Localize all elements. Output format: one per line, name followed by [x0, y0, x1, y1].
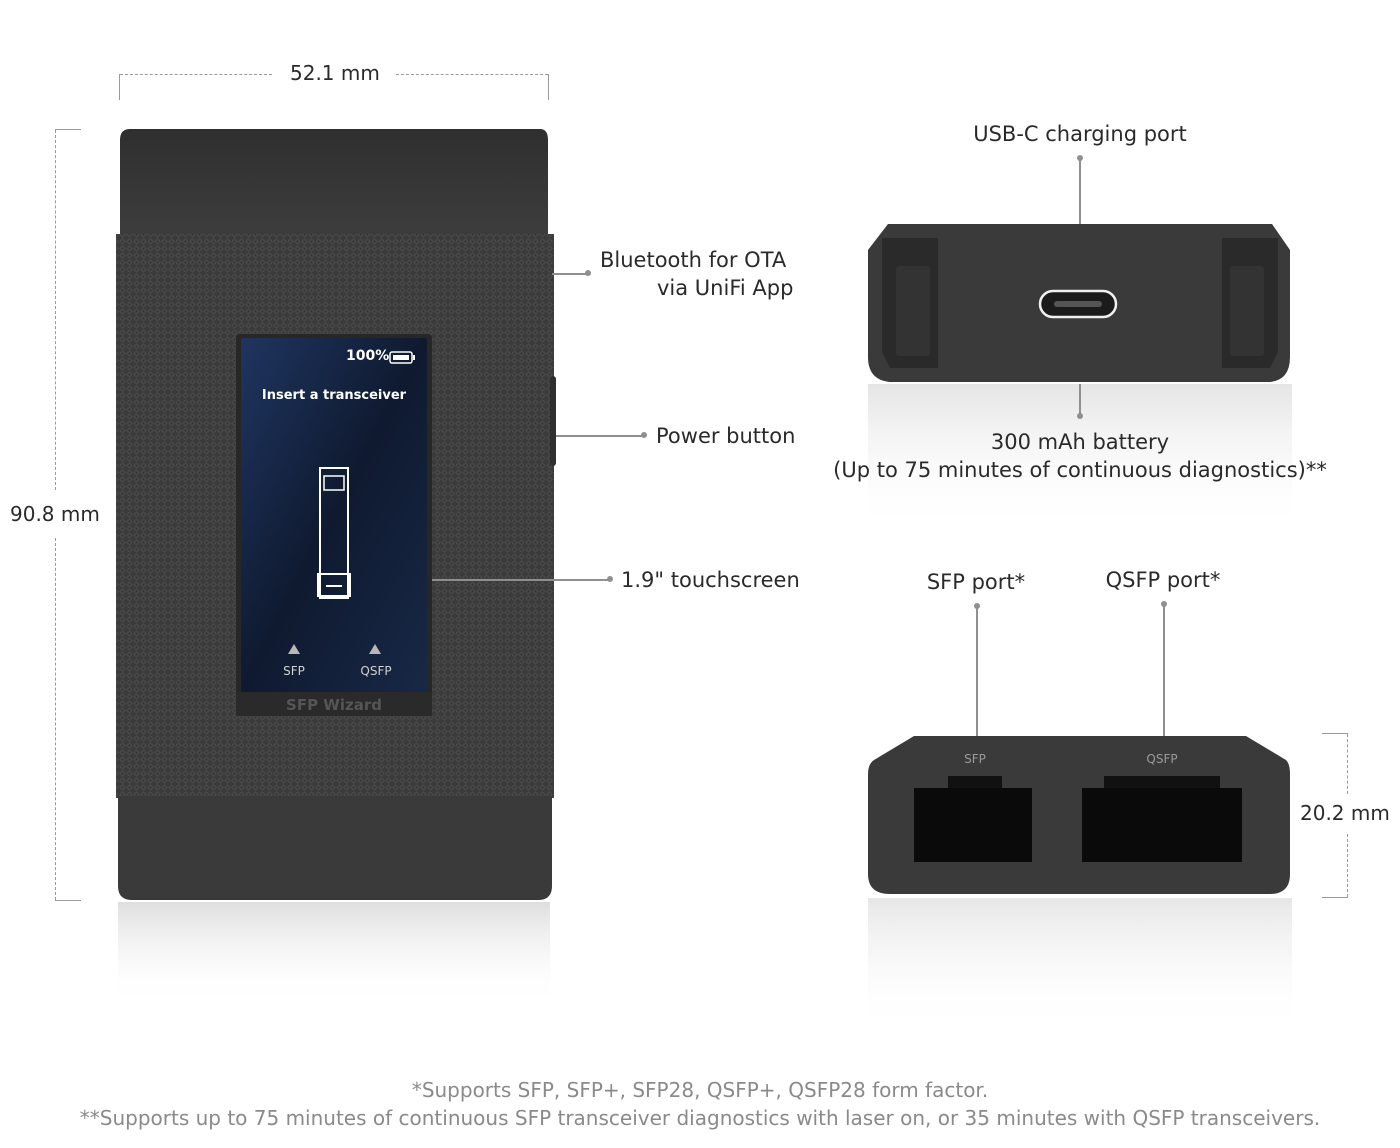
width-tick-right [548, 74, 549, 100]
width-dash-left [120, 74, 272, 75]
bluetooth-line1: Bluetooth for OTA [600, 248, 787, 272]
width-tick-left [119, 74, 120, 100]
width-label: 52.1 mm [290, 61, 380, 85]
sfp-port-label: SFP port* [926, 570, 1026, 594]
footnote-1: *Supports SFP, SFP+, SFP28, QSFP+, QSFP2… [411, 1078, 989, 1102]
bluetooth-line2: via UniFi App [657, 276, 794, 300]
screen-qsfp-label[interactable]: QSFP [360, 664, 392, 678]
power-button-label: Power button [656, 424, 796, 448]
front-device: 100% Insert a transceiver SFP QSFP SFP W… [112, 126, 558, 1006]
qsfp-port-label: QSFP port* [1105, 568, 1221, 592]
top-end-illustration [868, 224, 1292, 534]
bottom-end-view: SFP QSFP [860, 734, 1300, 1034]
depth-dash-top [1347, 734, 1348, 794]
top-end-view [860, 222, 1300, 542]
depth-label: 20.2 mm [1300, 801, 1390, 825]
sfp-port-leader [976, 606, 978, 736]
height-dash-top [55, 130, 56, 490]
height-label: 90.8 mm [10, 502, 100, 526]
depth-tick-bottom [1322, 897, 1348, 898]
screen-battery-text: 100% [346, 348, 390, 364]
screen-sfp-label[interactable]: SFP [283, 664, 305, 678]
bottom-end-illustration [868, 736, 1292, 1032]
height-dash-bottom [55, 538, 56, 900]
battery-leader [1079, 384, 1081, 416]
sfp-engraving: SFP [964, 752, 986, 766]
battery-line2: (Up to 75 minutes of continuous diagnost… [833, 458, 1327, 482]
qsfp-port-leader [1163, 604, 1165, 736]
height-tick-bottom [55, 900, 81, 901]
battery-dot [1077, 413, 1083, 419]
screen-prompt: Insert a transceiver [261, 388, 407, 403]
height-tick-top [55, 129, 81, 130]
depth-dash-bottom [1347, 834, 1348, 897]
depth-tick-top [1322, 733, 1348, 734]
brand-text: SFP Wizard [286, 696, 382, 714]
usb-c-dot [1077, 155, 1083, 161]
touchscreen-label: 1.9" touchscreen [621, 568, 800, 592]
qsfp-engraving: QSFP [1146, 752, 1178, 766]
footnote-2: **Supports up to 75 minutes of continuou… [79, 1106, 1321, 1130]
usb-c-label: USB-C charging port [973, 122, 1187, 146]
width-dash-right [396, 74, 548, 75]
front-device-illustration [116, 129, 556, 1006]
battery-line1: 300 mAh battery [990, 430, 1170, 454]
